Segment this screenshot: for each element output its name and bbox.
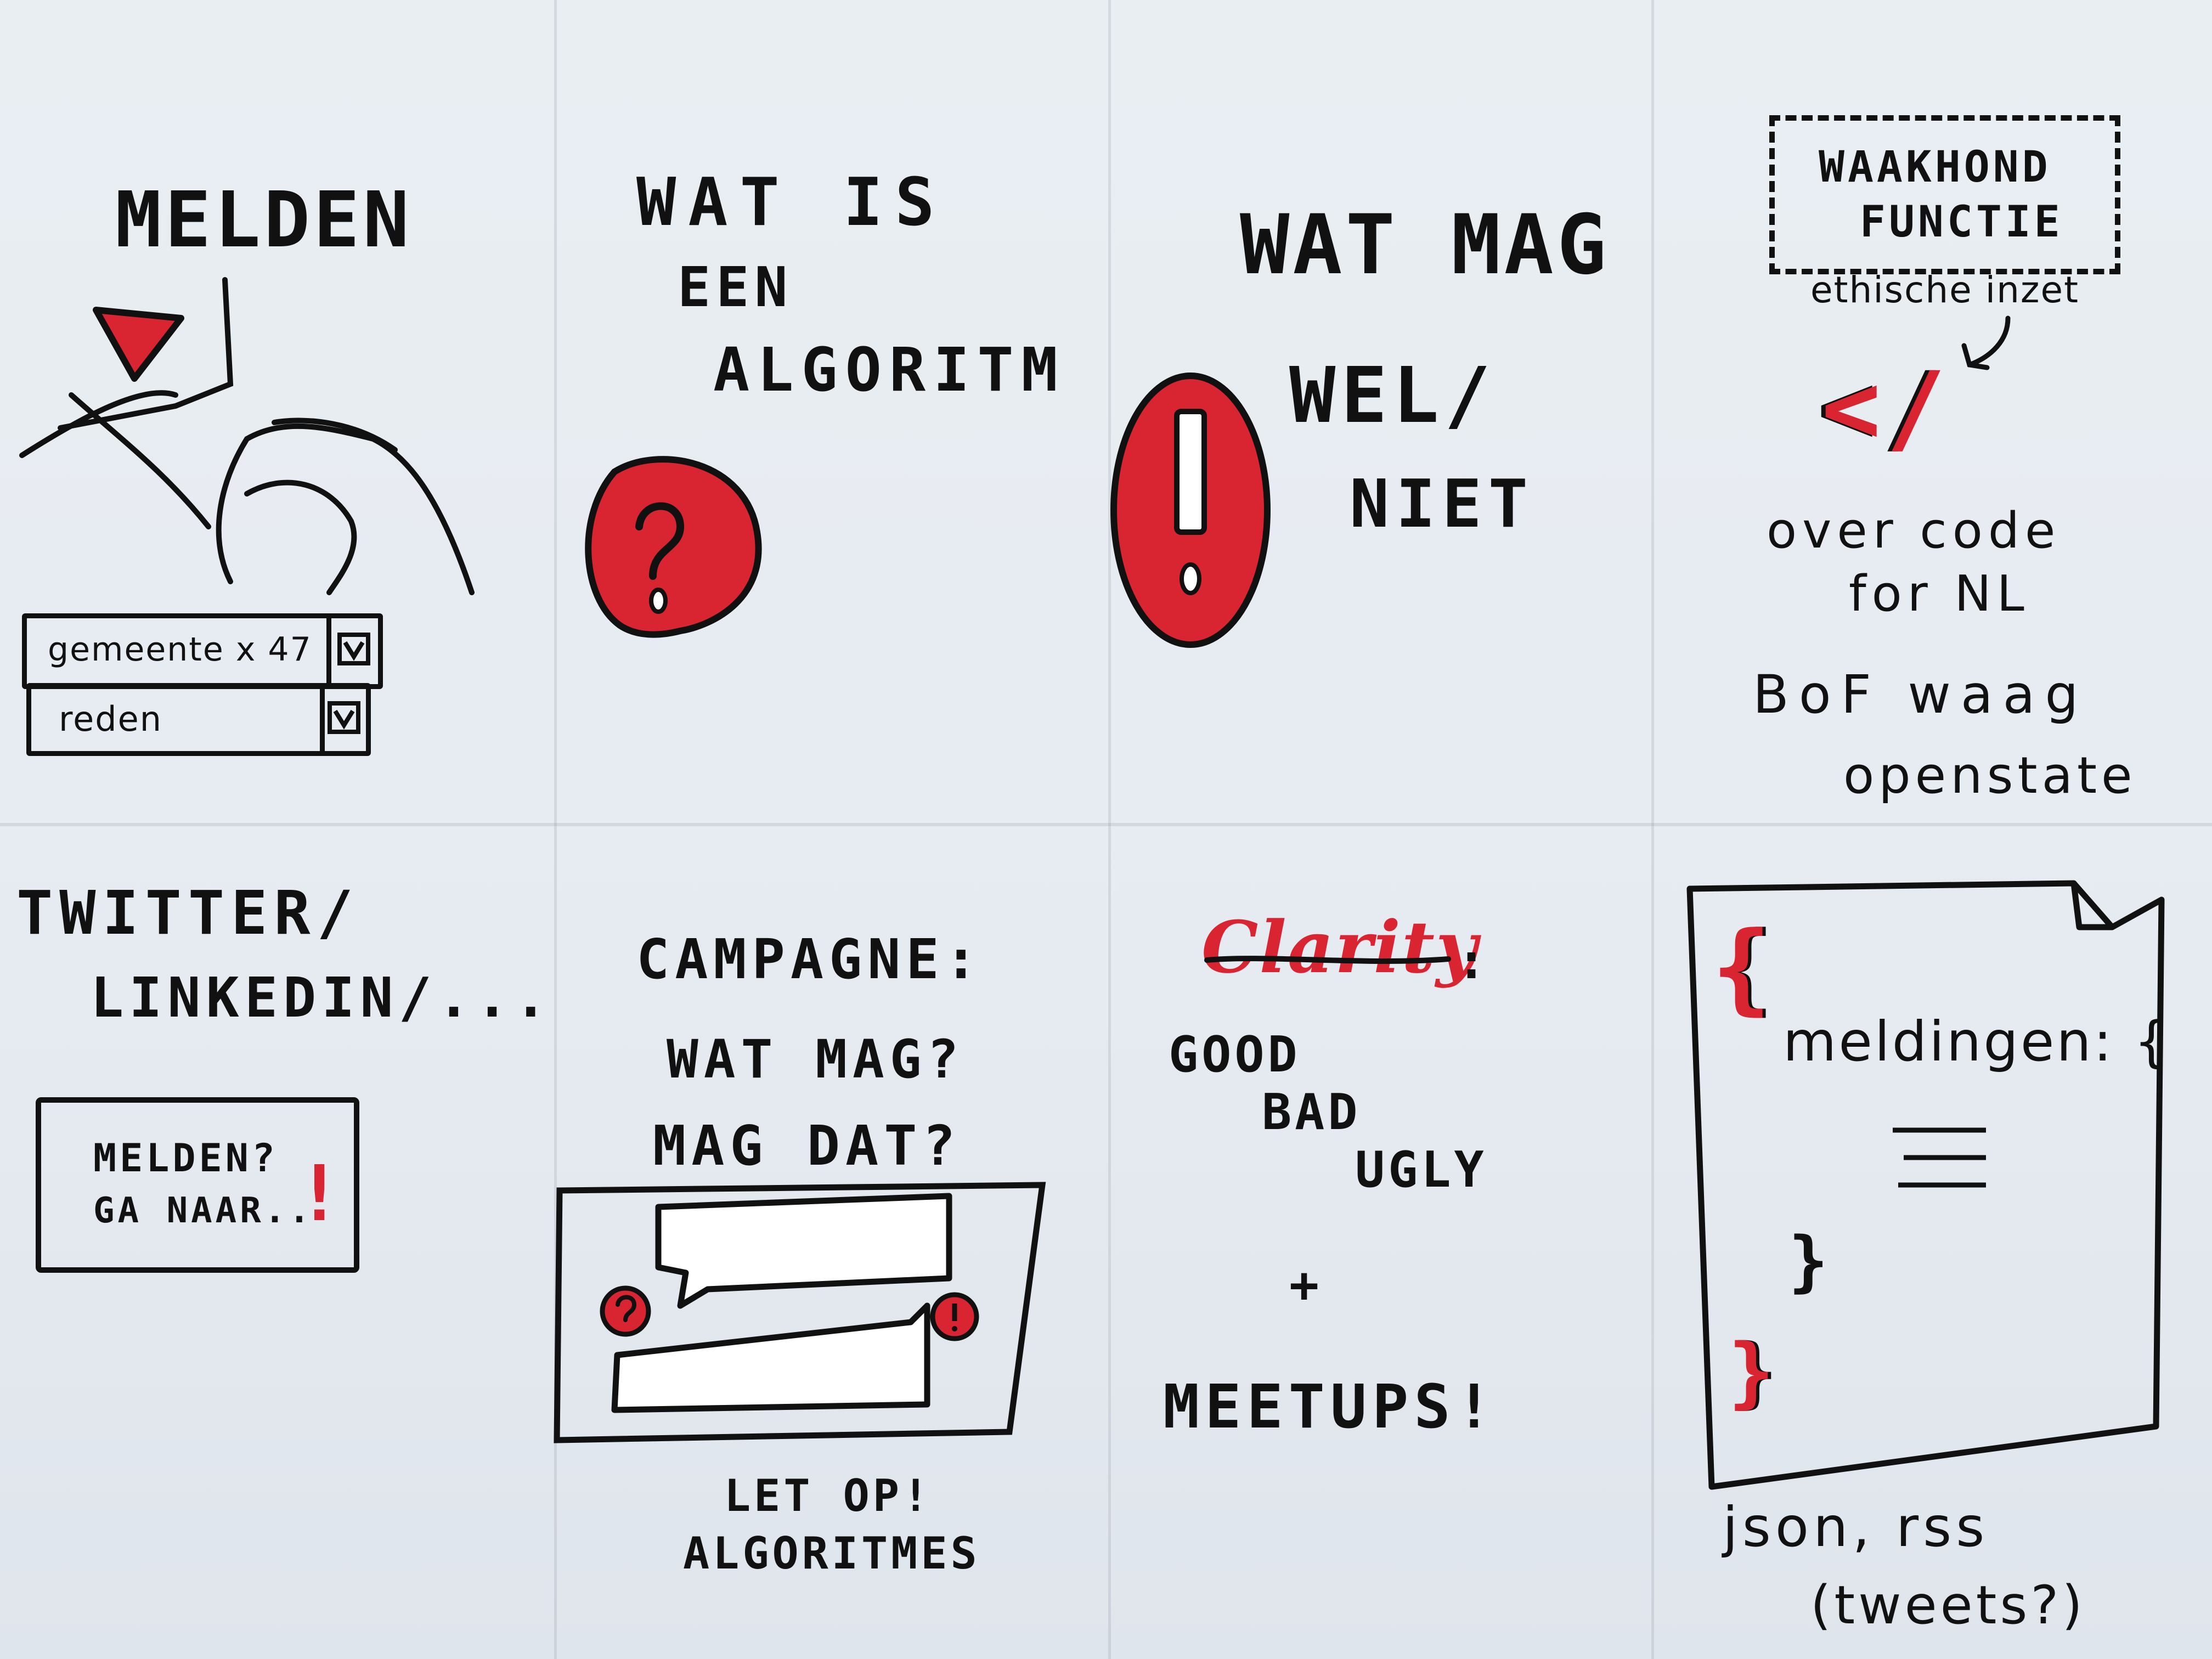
waakhond-line-1: over code <box>1767 502 2061 560</box>
exclamation-dot-icon <box>930 1292 979 1341</box>
campagne-line-1: CAMPAGNE: <box>636 927 983 991</box>
code-symbol: </ <box>1821 351 1951 466</box>
chevron-down-icon <box>328 701 360 734</box>
location-pointer-icon <box>93 307 184 382</box>
twitter-line-2: LINKEDIN/... <box>91 966 553 1030</box>
clarity-plus: + <box>1289 1256 1323 1314</box>
waakhond-annotation: ethische inzet <box>1810 269 2080 311</box>
arrow-down-icon <box>1961 315 2011 370</box>
watmag-line-1: WAT MAG <box>1240 198 1610 293</box>
gemeente-dropdown[interactable]: gemeente x 47 <box>22 613 383 689</box>
json-caption-2: (tweets?) <box>1810 1575 2086 1636</box>
clarity-colon: : <box>1457 933 1490 990</box>
fold-line-vertical-2 <box>1108 0 1111 1659</box>
json-brace-close: } <box>1728 1328 1778 1417</box>
campagne-line-2: WAT MAG? <box>667 1029 964 1090</box>
clarity-line-2: BAD <box>1262 1084 1361 1141</box>
melden-cta-line-1: MELDEN? <box>93 1136 279 1181</box>
document-icon <box>1686 880 2165 1490</box>
waakhond-box-line-2: FUNCTIE <box>1860 198 2063 247</box>
gemeente-dropdown-value: gemeente x 47 <box>48 630 312 669</box>
campagne-line-3: MAG DAT? <box>653 1114 961 1178</box>
question-bubble-icon <box>585 456 762 638</box>
dropdown-divider <box>326 618 331 684</box>
map-sketch <box>19 277 475 595</box>
json-brace-open: { <box>1712 911 1775 1025</box>
speech-bubble-top <box>655 1193 952 1309</box>
clarity-line-3: UGLY <box>1355 1141 1487 1199</box>
twitter-line-1: TWITTER/ <box>16 878 360 948</box>
waakhond-line-3: BoF waag <box>1753 664 2089 725</box>
speech-bubble-bottom <box>611 1302 930 1413</box>
reden-dropdown-value: reden <box>59 699 163 739</box>
json-key-line: meldingen: { <box>1783 1009 2171 1074</box>
watmag-line-2: WEL/ <box>1289 351 1497 441</box>
fold-line-horizontal <box>0 823 2212 826</box>
algoritme-line-2: EEN <box>678 255 793 319</box>
clarity-heading: Clarity <box>1201 905 1479 989</box>
melden-cta-box[interactable]: MELDEN? GA NAAR.. ! <box>36 1097 359 1273</box>
melden-title: MELDEN <box>115 176 413 265</box>
fold-line-vertical-1 <box>554 0 557 1659</box>
clarity-line-4: MEETUPS! <box>1163 1372 1498 1442</box>
chevron-down-icon <box>337 633 370 665</box>
campagne-caption-2: ALGORITMES <box>683 1528 980 1579</box>
melden-cta-exclaim: ! <box>296 1149 346 1239</box>
waakhond-line-2: for NL <box>1849 565 2030 623</box>
hand-sketch <box>216 417 475 595</box>
reden-dropdown[interactable]: reden <box>26 683 371 756</box>
question-dot-icon <box>600 1285 651 1337</box>
json-caption-1: json, rss <box>1723 1495 1989 1559</box>
watmag-line-3: NIET <box>1350 466 1534 543</box>
dropdown-divider <box>320 688 325 751</box>
waakhond-box: WAAKHOND FUNCTIE <box>1769 115 2120 274</box>
waakhond-line-4: openstate <box>1843 746 2137 805</box>
melden-cta-line-2: GA NAAR.. <box>93 1190 313 1231</box>
exclamation-bubble-icon <box>1110 373 1271 648</box>
campaign-frame <box>554 1182 1046 1443</box>
algoritme-line-1: WAT IS <box>636 165 947 241</box>
campagne-caption-1: LET OP! <box>724 1470 933 1521</box>
clarity-line-1: GOOD <box>1169 1026 1301 1084</box>
fold-line-vertical-3 <box>1651 0 1654 1659</box>
algoritme-line-3: ALGORITM <box>713 335 1065 405</box>
clarity-strikethrough <box>1204 956 1451 964</box>
waakhond-box-line-1: WAAKHOND <box>1819 143 2051 192</box>
json-brace-inner-close: } <box>1788 1223 1832 1300</box>
